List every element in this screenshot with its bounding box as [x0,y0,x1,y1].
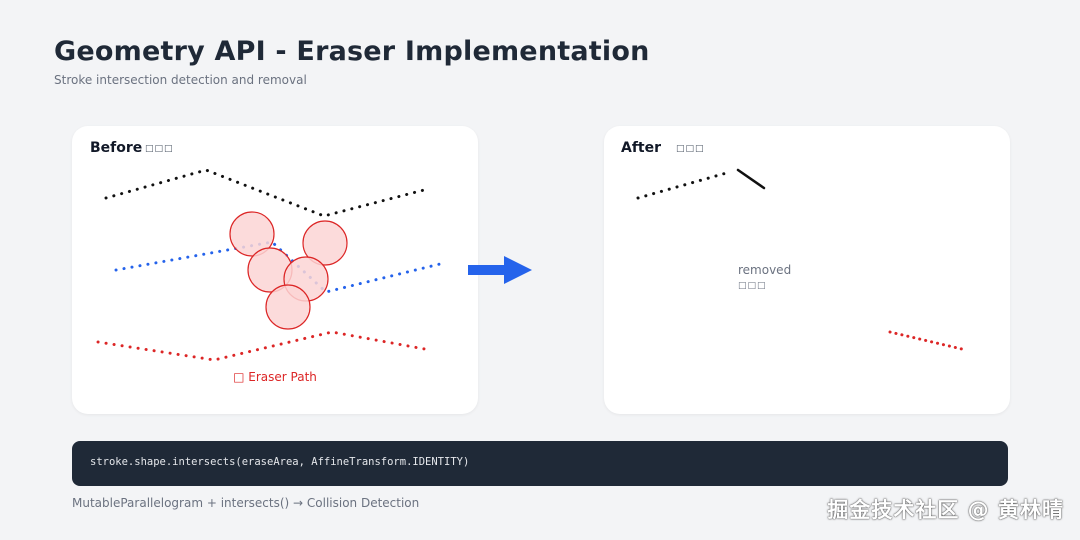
removed-label: removed [738,263,792,277]
page-title: Geometry API - Eraser Implementation [54,36,650,67]
after-panel: After □□□ removed □□□ [604,126,1010,414]
after-title: After [621,140,662,156]
code-block: stroke.shape.intersects(eraseArea, Affin… [72,441,1008,486]
footer-caption: MutableParallelogram + intersects() → Co… [72,496,420,510]
before-canvas [96,168,442,362]
code-snippet: stroke.shape.intersects(eraseArea, Affin… [90,456,470,468]
black-stroke [104,168,426,218]
after-canvas [636,168,968,352]
eraser-circle [229,211,275,257]
eraser-circle [302,220,348,266]
before-tag: □□□ [145,144,174,154]
removed-tag: □□□ [738,281,767,291]
eraser-path [229,211,348,330]
red-stroke [96,330,432,362]
before-panel: Before □□□ □ Eraser Path [72,126,478,414]
eraser-path-label: □ Eraser Path [233,370,317,384]
arrow-right-icon [468,256,532,284]
watermark: 掘金技术社区 @ 黄林晴 [827,498,1064,522]
black-stroke-fragment [736,168,766,190]
after-tag: □□□ [676,144,705,154]
red-stroke-remaining [888,330,968,352]
black-stroke-remaining [636,170,732,200]
page-subtitle: Stroke intersection detection and remova… [54,73,307,87]
eraser-circle [265,284,311,330]
before-title: Before [90,140,143,156]
